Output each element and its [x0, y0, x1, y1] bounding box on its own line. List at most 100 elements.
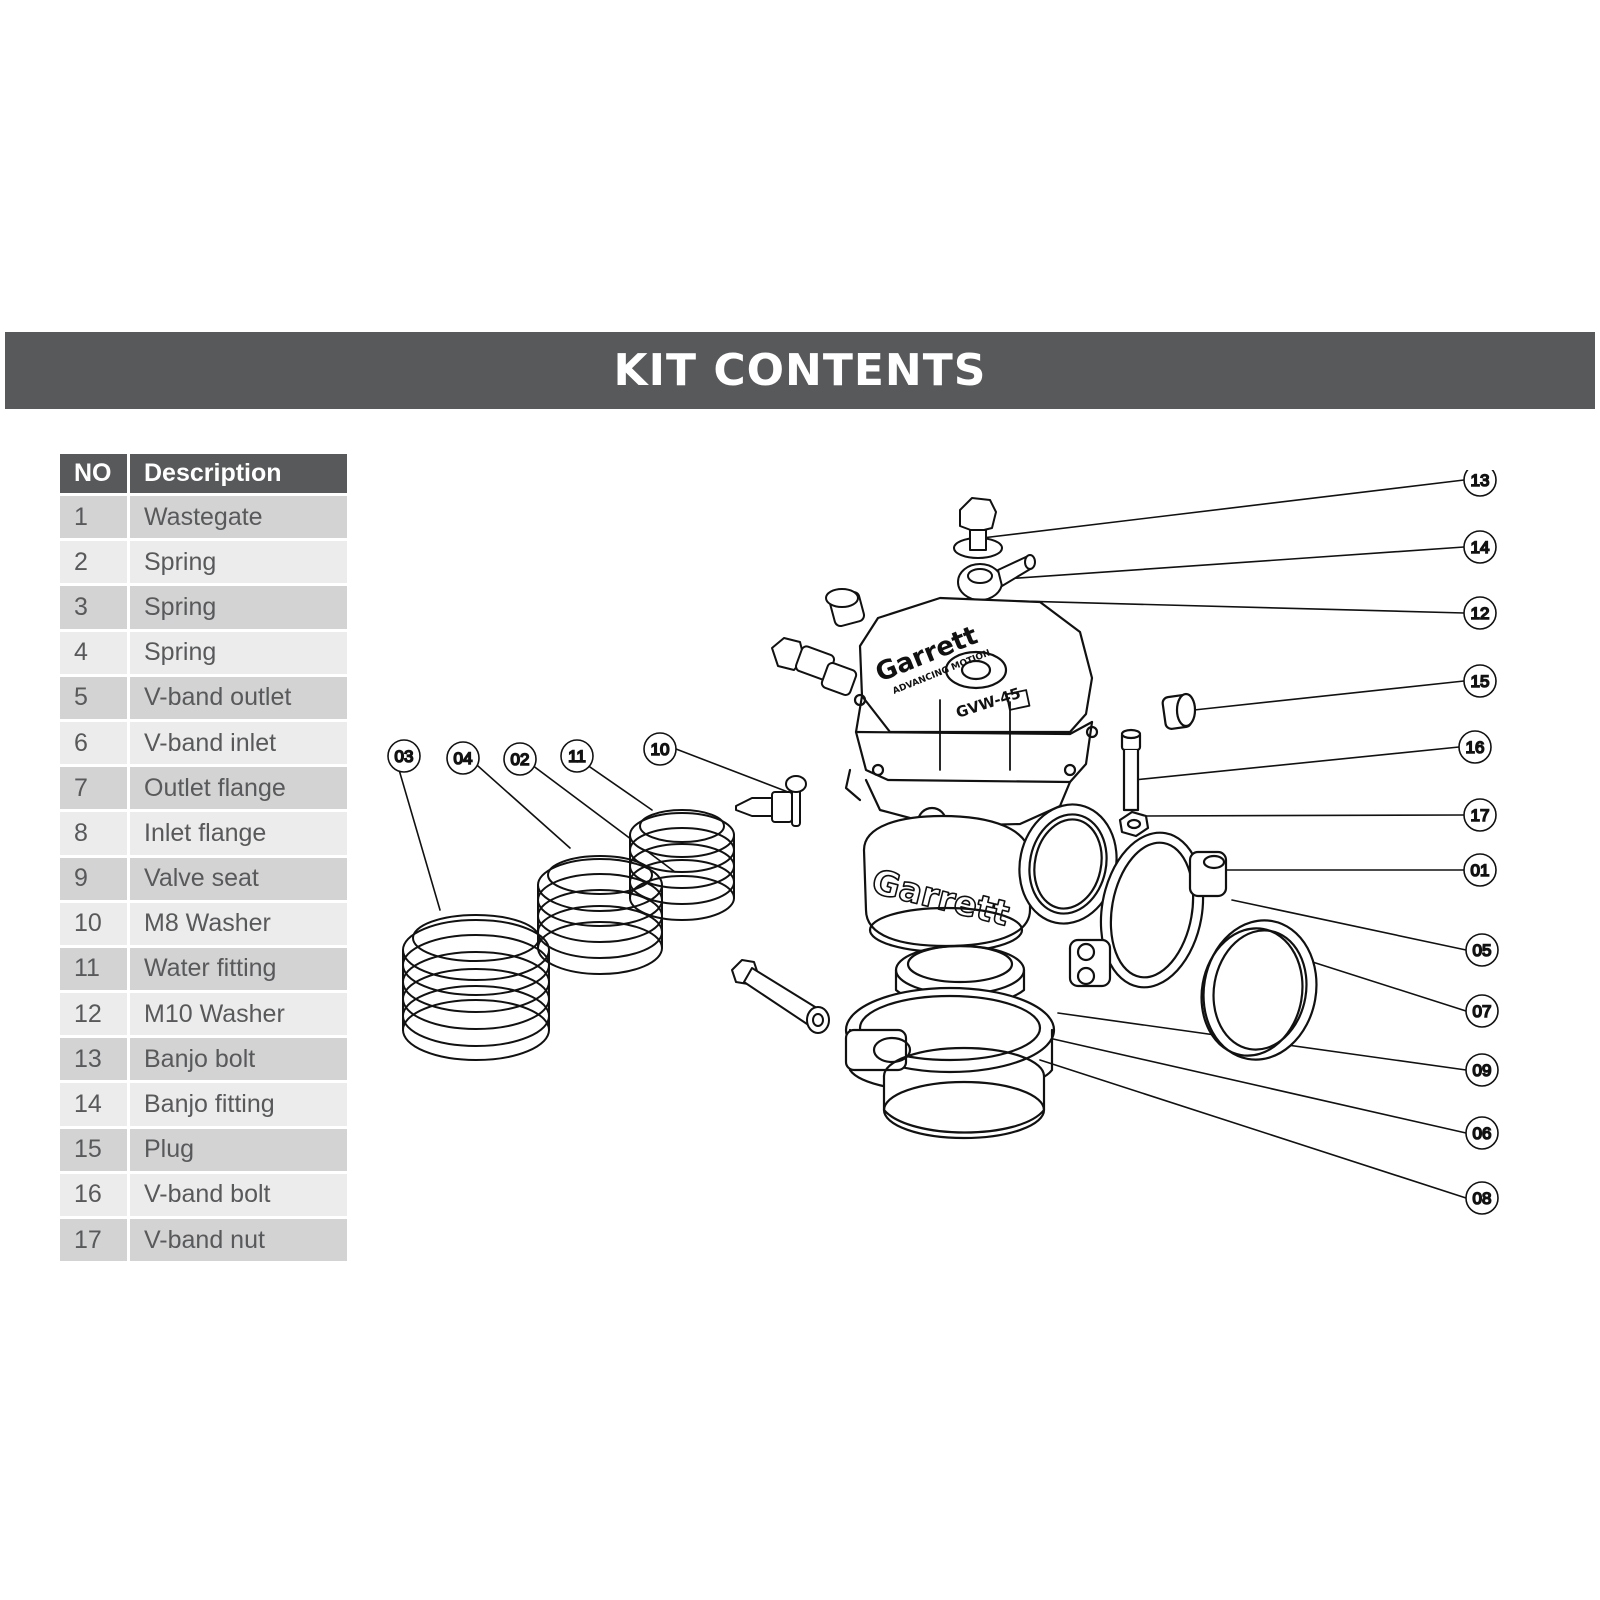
part-number-cell: 17 [60, 1219, 130, 1265]
svg-text:06: 06 [1473, 1124, 1492, 1143]
part-description-cell: Valve seat [130, 857, 347, 903]
part-description-cell: Banjo fitting [130, 1083, 347, 1129]
callout-03: 03 [387, 739, 421, 773]
v-band-outlet-clamp [1068, 831, 1228, 989]
svg-text:13: 13 [1471, 471, 1490, 490]
part-description-cell: V-band inlet [130, 721, 347, 768]
svg-text:16: 16 [1466, 738, 1485, 757]
callout-09: 09 [1465, 1053, 1499, 1087]
callout-10: 10 [643, 732, 677, 766]
v-band-inlet-clamp [844, 986, 1056, 1094]
part-number-cell: 13 [60, 1038, 130, 1084]
svg-text:02: 02 [511, 750, 530, 769]
part-number-cell: 14 [60, 1083, 130, 1129]
svg-text:03: 03 [395, 747, 414, 766]
part-number-cell: 3 [60, 586, 130, 632]
part-number-cell: 5 [60, 676, 130, 722]
valve-seat [894, 944, 1026, 1007]
part-description-cell: Spring [130, 586, 347, 632]
svg-text:01: 01 [1471, 861, 1490, 880]
page-title: KIT CONTENTS [613, 345, 987, 396]
svg-text:05: 05 [1473, 941, 1492, 960]
part-description-cell: Outlet flange [130, 767, 347, 813]
svg-text:07: 07 [1473, 1002, 1492, 1021]
part-description-cell: V-band nut [130, 1219, 347, 1265]
part-description-cell: Spring [130, 631, 347, 677]
svg-text:17: 17 [1471, 806, 1490, 825]
part-description-cell: V-band bolt [130, 1173, 347, 1219]
part-number-cell: 2 [60, 541, 130, 587]
callout-17: 17 [1463, 798, 1497, 832]
part-number-cell: 1 [60, 496, 130, 542]
column-header-no: NO [60, 454, 130, 496]
callout-02: 02 [503, 742, 537, 776]
exploded-wastegate-diagram: Garrett ADVANCING MOTION GVW-45 Garrett [387, 470, 1499, 1215]
svg-text:12: 12 [1471, 604, 1490, 623]
callout-11: 11 [560, 739, 594, 773]
wastegate-cap: Garrett ADVANCING MOTION GVW-45 [853, 596, 1099, 784]
svg-text:11: 11 [568, 747, 586, 766]
callout-08: 08 [1465, 1181, 1499, 1215]
part-number-cell: 10 [60, 902, 130, 948]
callout-01: 01 [1463, 853, 1497, 887]
callout-16: 16 [1458, 730, 1492, 764]
part-description-cell: Water fitting [130, 947, 347, 994]
part-description-cell: Wastegate [130, 496, 347, 542]
callout-04: 04 [446, 741, 480, 775]
svg-text:08: 08 [1473, 1189, 1492, 1208]
kit-contents-banner: KIT CONTENTS [5, 332, 1595, 409]
callout-06: 06 [1465, 1116, 1499, 1150]
part-description-cell: M8 Washer [130, 902, 347, 948]
column-header-description: Description [130, 454, 347, 496]
part-number-cell: 6 [60, 721, 130, 768]
spring-03 [402, 914, 550, 1061]
spring-02 [629, 809, 735, 921]
callout-15: 15 [1463, 664, 1497, 698]
callout-14: 14 [1463, 530, 1497, 564]
side-fitting-left [771, 637, 858, 696]
v-band-nut [1118, 810, 1150, 838]
banjo-bolt [953, 497, 1003, 559]
part-description-cell: Plug [130, 1128, 347, 1174]
callout-13: 13 [1463, 470, 1497, 497]
v-band-bolt-upper [1120, 728, 1142, 812]
part-description-cell: Banjo bolt [130, 1038, 347, 1084]
callout-12: 12 [1463, 596, 1497, 630]
svg-text:04: 04 [454, 749, 473, 768]
callout-bubbles: 13 14 12 15 16 17 01 05 07 09 06 08 10 1… [387, 470, 1499, 1215]
svg-text:14: 14 [1471, 538, 1490, 557]
part-description-cell: Spring [130, 541, 347, 587]
svg-text:15: 15 [1471, 672, 1490, 691]
callout-07: 07 [1465, 994, 1499, 1028]
part-number-cell: 8 [60, 812, 130, 858]
outlet-flange [1200, 919, 1318, 1061]
part-number-cell: 11 [60, 947, 130, 994]
water-fitting [735, 775, 807, 827]
spring-04 [537, 855, 663, 975]
plug-top-left [825, 588, 866, 628]
wastegate-body: Garrett [844, 768, 1072, 954]
inlet-flange [882, 1046, 1046, 1140]
part-description-cell: Inlet flange [130, 812, 347, 858]
part-number-cell: 12 [60, 993, 130, 1039]
part-number-cell: 7 [60, 767, 130, 813]
v-band-bolt-lower [731, 959, 830, 1034]
svg-text:09: 09 [1473, 1061, 1492, 1080]
body-outlet-port [1018, 803, 1118, 925]
